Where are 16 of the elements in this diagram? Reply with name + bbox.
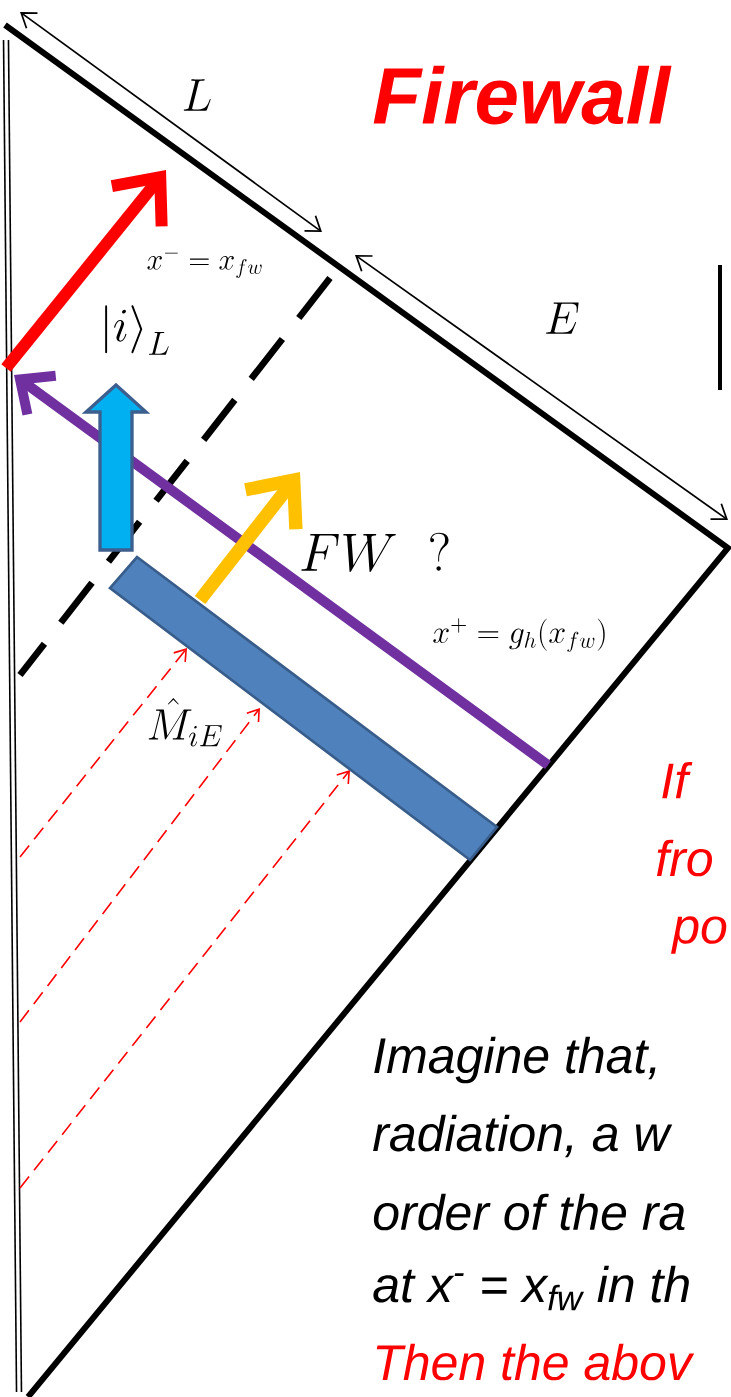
math-label: $\hat{M}_{iE}$ [148,697,222,747]
text-line: radiation, a w [373,1114,673,1158]
text-line: If [662,761,693,799]
text-line: po [671,916,727,954]
text-line: Imagine that, [374,1036,656,1084]
text-line: Then the abov [376,1343,695,1381]
math-label: $E$ [546,302,579,334]
text-line: at x$^{-}$ = x$_{fw}$ in th [373,1265,689,1311]
title: Firewall [373,65,672,125]
math-label: $\left| i \right\rangle_{L}$ [105,305,169,355]
math-label: $FW\ \ ?$ [301,532,449,572]
text-line: order of the ra [373,1193,685,1231]
math-label: $x^{-} = x_{fw}$ [147,252,262,279]
text-line: fro [656,839,713,877]
math-label: $x^{+} = g_{h}(x_{fw})$ [433,618,605,653]
math-label: $L$ [183,79,211,111]
